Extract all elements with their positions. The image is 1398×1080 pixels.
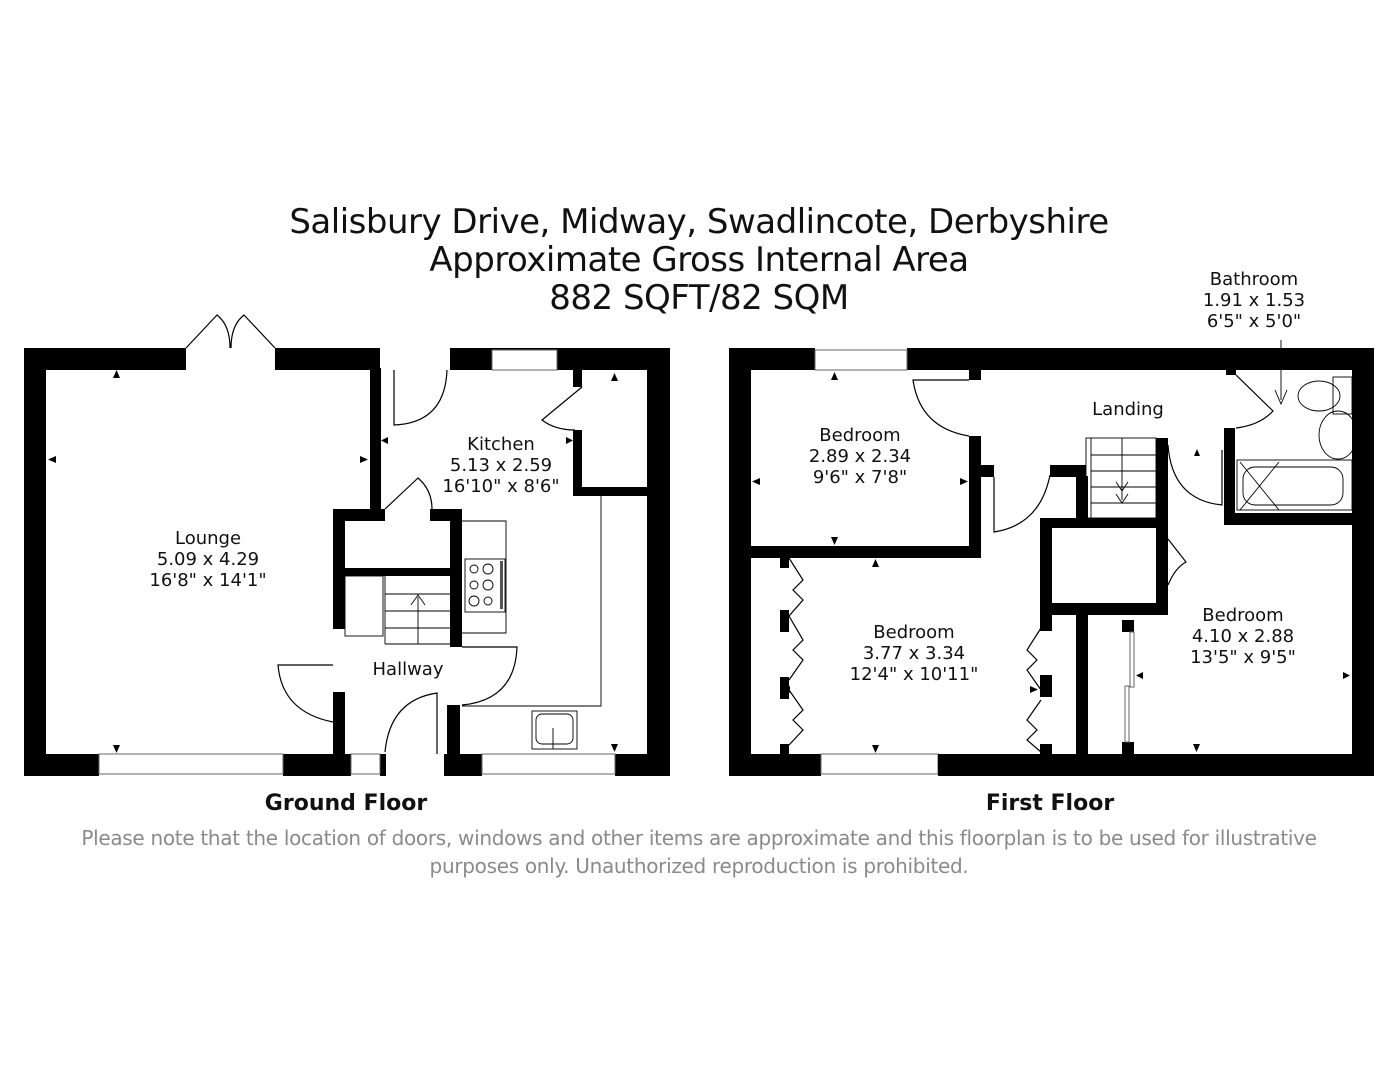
room-label-bedroom-2: Bedroom 3.77 x 3.34 12'4" x 10'11"	[850, 622, 979, 685]
room-metric: 1.91 x 1.53	[1202, 290, 1306, 311]
room-name: Kitchen	[467, 434, 535, 455]
floor-label-ground: Ground Floor	[264, 791, 428, 816]
room-imperial: 16'10" x 8'6"	[442, 476, 560, 497]
disclaimer-line-2: purposes only. Unauthorized reproduction…	[429, 854, 969, 878]
room-label-landing: Landing	[1092, 399, 1164, 420]
room-name: Lounge	[174, 528, 242, 549]
room-label-hallway: Hallway	[373, 659, 444, 680]
room-name: Landing	[1092, 399, 1164, 420]
disclaimer-line-1: Please note that the location of doors, …	[81, 826, 1317, 850]
floor-label-first: First Floor	[985, 791, 1115, 816]
room-metric: 5.09 x 4.29	[156, 549, 260, 570]
room-imperial: 6'5" x 5'0"	[1206, 311, 1302, 332]
room-metric: 2.89 x 2.34	[808, 446, 912, 467]
room-label-bedroom-3: Bedroom 4.10 x 2.88 13'5" x 9'5"	[1190, 605, 1296, 668]
room-imperial: 16'8" x 14'1"	[149, 570, 267, 591]
room-name: Bedroom	[873, 622, 955, 643]
disclaimer: Please note that the location of doors, …	[0, 824, 1398, 880]
room-label-bathroom: Bathroom 1.91 x 1.53 6'5" x 5'0"	[1203, 269, 1305, 332]
room-metric: 5.13 x 2.59	[449, 455, 553, 476]
room-name: Bedroom	[1202, 605, 1284, 626]
room-label-lounge: Lounge 5.09 x 4.29 16'8" x 14'1"	[149, 528, 266, 591]
room-label-kitchen: Kitchen 5.13 x 2.59 16'10" x 8'6"	[442, 434, 559, 497]
address-title: Salisbury Drive, Midway, Swadlincote, De…	[289, 202, 1109, 242]
ground-floor-plan	[24, 314, 670, 776]
room-name: Bedroom	[819, 425, 901, 446]
room-metric: 4.10 x 2.88	[1191, 626, 1295, 647]
room-name: Hallway	[372, 659, 444, 680]
room-imperial: 13'5" x 9'5"	[1190, 647, 1296, 668]
room-metric: 3.77 x 3.34	[862, 643, 966, 664]
room-imperial: 12'4" x 10'11"	[849, 664, 979, 685]
area-value: 882 SQFT/82 SQM	[549, 278, 849, 318]
title-block: Salisbury Drive, Midway, Swadlincote, De…	[0, 203, 1398, 317]
room-imperial: 9'6" x 7'8"	[812, 467, 908, 488]
room-label-bedroom-1: Bedroom 2.89 x 2.34 9'6" x 7'8"	[809, 425, 911, 488]
area-label: Approximate Gross Internal Area	[429, 240, 969, 280]
room-name: Bathroom	[1209, 269, 1299, 290]
first-floor-plan	[729, 340, 1374, 776]
